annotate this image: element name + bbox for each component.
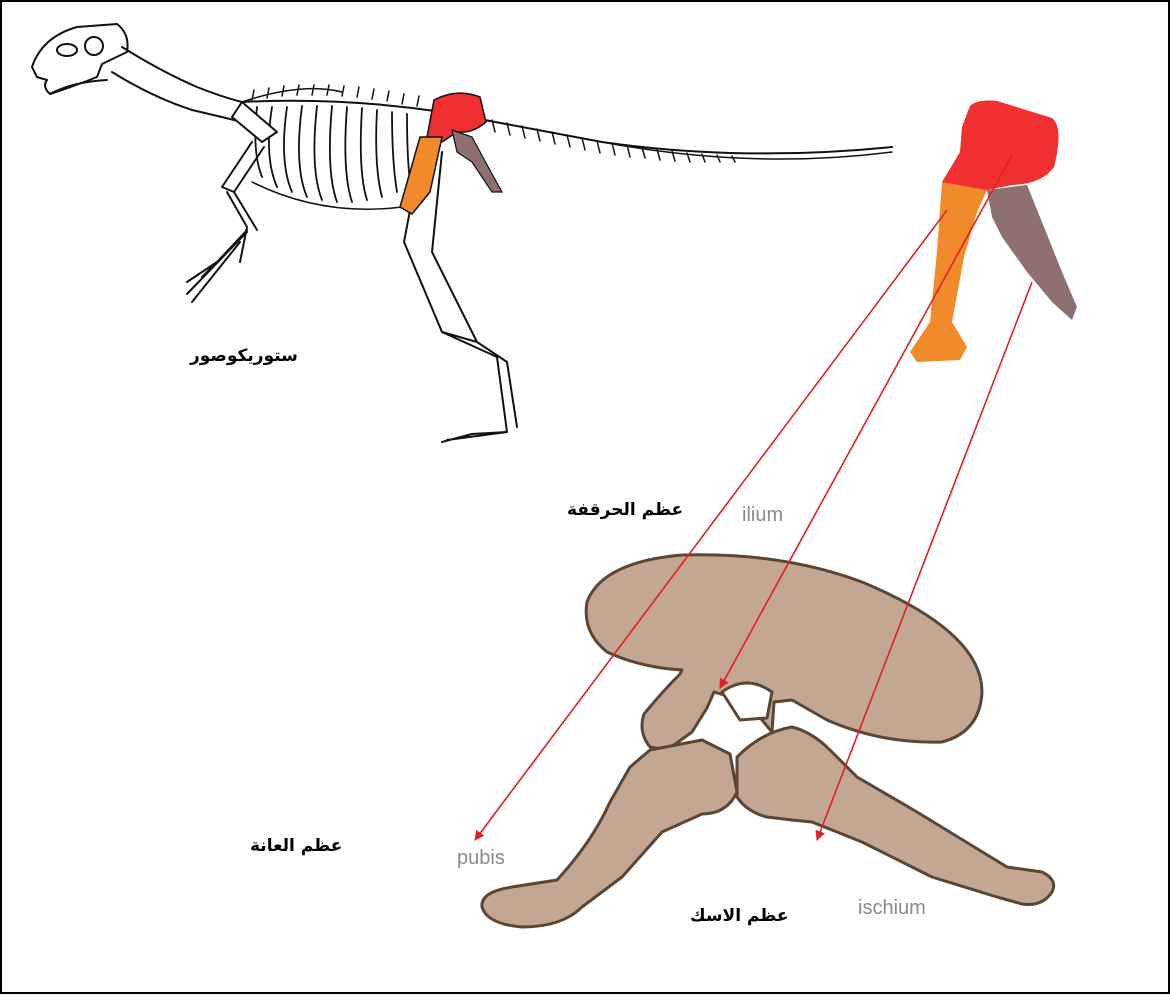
ischium-brown: [987, 185, 1077, 320]
skeleton-pelvis: [400, 93, 502, 214]
ischium-arabic-label: عظم الاسك: [690, 906, 788, 926]
large-pelvis: [482, 555, 1054, 927]
isolated-pelvis: [910, 101, 1077, 362]
skeleton-illustration: [32, 24, 892, 442]
arrow-ischium: [817, 282, 1032, 840]
ilium-english-label: ilium: [742, 504, 783, 527]
ischium-english-label: ischium: [858, 897, 926, 920]
pubis-arabic-label: عظم العانة: [250, 836, 342, 856]
pubis-english-label: pubis: [457, 847, 505, 870]
ilium-arabic-label: عظم الحرقفة: [567, 500, 683, 520]
dinosaur-name-label: ستوريكوصور: [190, 346, 298, 366]
ilium-red: [942, 101, 1059, 192]
